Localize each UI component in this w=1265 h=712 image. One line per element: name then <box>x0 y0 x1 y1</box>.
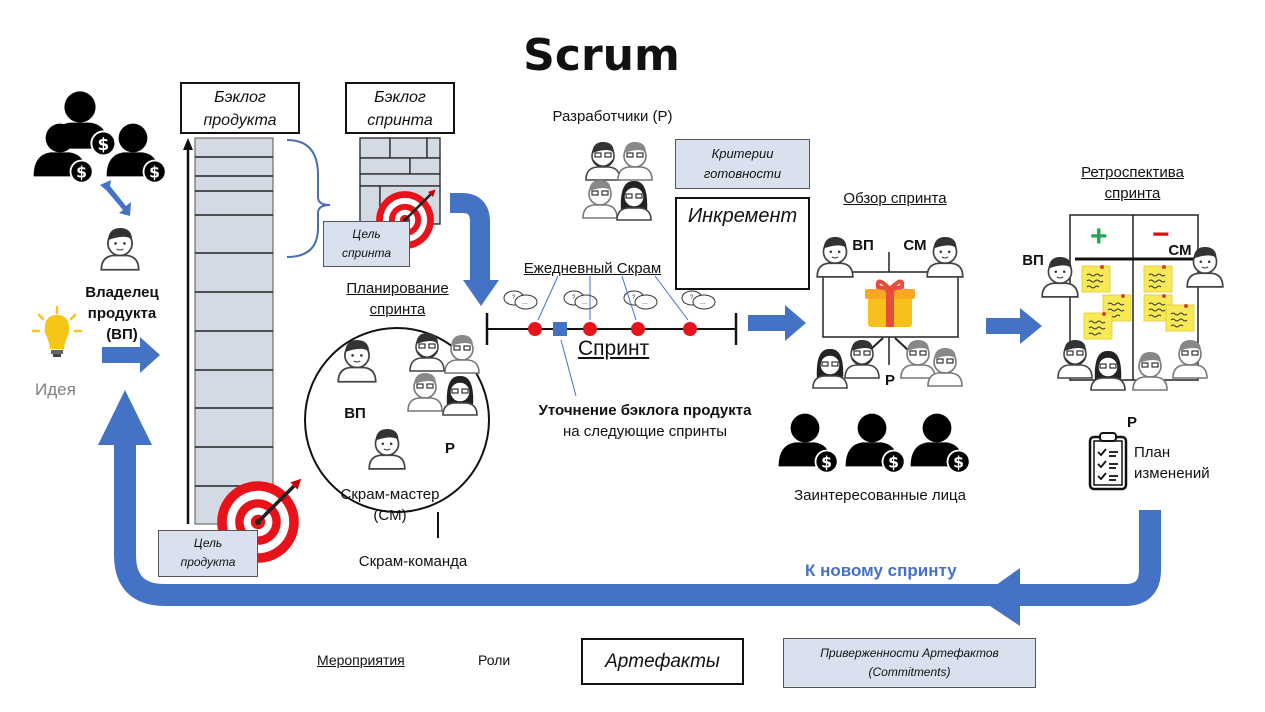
stakeholders-label: Заинтересованные лица <box>794 487 966 504</box>
legend-artifacts: Артефакты <box>581 638 744 685</box>
product-owner-label: Владелец продукта (ВП) <box>72 282 172 345</box>
increment-label: Инкремент <box>687 205 798 227</box>
scrum-master-line: (СМ) <box>373 507 407 524</box>
idea-arrow <box>102 337 160 373</box>
product-owner-avatar <box>100 227 140 271</box>
loop-arrow <box>1010 510 1161 606</box>
po-short-label: ВП <box>344 405 366 422</box>
retro-line: спринта <box>1104 185 1161 202</box>
dev-short-label: Р <box>444 440 455 457</box>
daily-scrum-dot <box>528 322 542 336</box>
review-dev-label: Р <box>884 372 895 389</box>
review-po-label: ВП <box>852 237 874 254</box>
selection-bracket <box>286 139 331 258</box>
lightbulb-icon <box>31 305 83 357</box>
dod-line: Критерии <box>711 146 774 161</box>
daily-scrum-label[interactable]: Ежедневный Скрам <box>523 260 662 277</box>
product-goal-line: продукта <box>180 555 236 569</box>
product-backlog-line: продукта <box>203 112 277 129</box>
loop-arrow-up-head <box>98 390 152 445</box>
review-sm-label: СМ <box>903 237 927 254</box>
product-backlog-box[interactable]: Бэклог продукта <box>180 82 300 134</box>
refinement-marker <box>553 322 567 336</box>
legend-commitments: Приверженности Артефактов (Commitments) <box>783 638 1036 688</box>
definition-of-done-box[interactable]: Критерии готовности <box>675 139 810 189</box>
product-goal-box[interactable]: Цель продукта <box>158 530 258 577</box>
to-retro-arrow <box>986 308 1042 344</box>
retro-line: Ретроспектива <box>1081 164 1184 181</box>
stakeholder-icon <box>778 413 839 474</box>
daily-scrum-dot <box>683 322 697 336</box>
legend-roles: Роли <box>478 652 511 668</box>
sprint-backlog-box[interactable]: Бэклог спринта <box>345 82 455 134</box>
refinement-label: Уточнение бэклога продукта на следующие … <box>520 400 770 442</box>
plus-icon: + <box>1090 220 1108 253</box>
daily-scrum-dot <box>583 322 597 336</box>
sprint-planning-label[interactable]: Планирование спринта <box>330 278 465 320</box>
double-arrow-icon <box>100 180 131 216</box>
retro-sm-label: СМ <box>1168 242 1192 259</box>
idea-label: Идея <box>35 380 76 399</box>
product-goal-line: Цель <box>193 536 223 550</box>
refinement-subtitle: на следующие спринты <box>562 423 728 440</box>
refinement-title: Уточнение бэклога продукта <box>538 402 752 419</box>
minus-icon: − <box>1152 218 1170 251</box>
sprint-planning-line: спринта <box>369 301 426 318</box>
po-label-line: (ВП) <box>106 326 138 343</box>
page-title: Scrum <box>523 30 680 81</box>
legend-events: Мероприятия <box>317 652 405 668</box>
scrum-master-line: Скрам-мастер <box>340 486 440 503</box>
sprint-timeline <box>485 275 738 397</box>
sprint-retrospective-label[interactable]: Ретроспектива спринта <box>1065 162 1200 204</box>
sprint-backlog-line: Бэклог <box>374 89 426 106</box>
retro-po-label: ВП <box>1022 252 1044 269</box>
clipboard-icon <box>1088 432 1128 491</box>
to-review-arrow <box>748 305 806 341</box>
sprint-goal-line: спринта <box>341 246 392 260</box>
scrum-team-circle <box>304 327 490 513</box>
change-plan-label: План изменений <box>1134 442 1210 484</box>
sprint-goal-line: Цель <box>352 227 381 241</box>
legend-commitments-line: Приверженности Артефактов <box>820 646 999 660</box>
sprint-planning-line: Планирование <box>346 280 449 297</box>
scrum-master-label: Скрам-мастер (СМ) <box>320 484 460 526</box>
change-plan-line: изменений <box>1134 465 1210 482</box>
stakeholder-icon <box>106 123 167 184</box>
stakeholder-icon <box>910 413 971 474</box>
planning-arrow <box>450 193 490 285</box>
daily-scrum-dot <box>631 322 645 336</box>
po-label-line: продукта <box>87 305 157 322</box>
developers-label: Разработчики (Р) <box>552 108 673 125</box>
legend-commitments-line: (Commitments) <box>868 665 951 679</box>
new-sprint-label: К новому спринту <box>805 561 957 580</box>
dod-line: готовности <box>703 166 782 181</box>
sprint-review-label[interactable]: Обзор спринта <box>843 190 947 207</box>
scrum-team-label: Скрам-команда <box>358 553 468 570</box>
loop-arrow-body <box>114 440 1015 606</box>
sprint-label[interactable]: Спринт <box>578 337 650 360</box>
product-backlog-line: Бэклог <box>214 89 266 106</box>
sprint-goal-box[interactable]: Цель спринта <box>323 221 410 267</box>
sprint-backlog-line: спринта <box>367 112 433 129</box>
product-backlog-stack <box>194 137 274 525</box>
change-plan-line: План <box>1134 444 1171 461</box>
retro-dev-label: Р <box>1126 414 1137 431</box>
retro-board <box>1069 214 1199 381</box>
po-label-line: Владелец <box>85 284 159 301</box>
stakeholder-icon <box>845 413 906 474</box>
increment-box[interactable]: Инкремент <box>675 197 810 290</box>
